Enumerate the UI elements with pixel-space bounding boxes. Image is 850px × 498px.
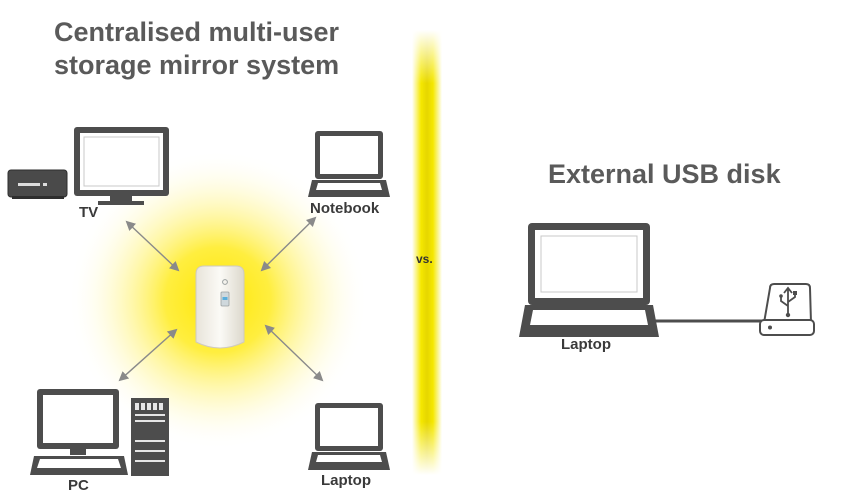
arrow-notebook bbox=[260, 216, 317, 272]
connection-arrows bbox=[118, 216, 324, 382]
notebook-icon bbox=[308, 131, 390, 197]
storage-device-icon bbox=[195, 265, 245, 349]
usb-disk-icon bbox=[759, 283, 815, 336]
divider-label: vs. bbox=[416, 252, 433, 266]
set-top-box-icon bbox=[7, 169, 68, 199]
notebook-label: Notebook bbox=[310, 200, 380, 217]
pc-label: PC bbox=[68, 477, 89, 494]
laptop-right-label: Laptop bbox=[561, 336, 611, 353]
arrow-tv bbox=[125, 220, 180, 272]
arrow-laptop bbox=[264, 324, 324, 382]
pc-tower-icon bbox=[131, 398, 169, 476]
divider-bar bbox=[412, 30, 442, 475]
laptop-icon bbox=[308, 403, 390, 470]
tv-label: TV bbox=[79, 204, 99, 221]
arrow-pc bbox=[118, 328, 178, 382]
pc-monitor-icon bbox=[30, 389, 128, 475]
left-title: Centralised multi-user storage mirror sy… bbox=[54, 17, 340, 80]
tv-icon bbox=[74, 127, 169, 205]
laptop-left-label: Laptop bbox=[321, 472, 371, 489]
right-title: External USB disk bbox=[548, 159, 781, 189]
laptop-icon bbox=[519, 223, 659, 337]
